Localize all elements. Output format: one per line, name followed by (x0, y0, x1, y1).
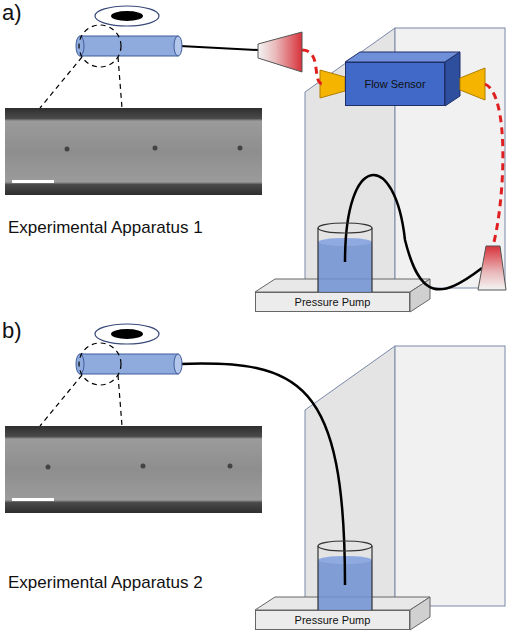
objective-lens (95, 6, 159, 26)
particle (153, 146, 158, 151)
zoom-circle (79, 25, 121, 67)
scale-bar (12, 180, 54, 183)
flow-sensor-box: Flow Sensor (345, 62, 445, 106)
capillary (80, 354, 178, 374)
panel-letter: b) (2, 318, 22, 344)
pump-base: Pressure Pump (255, 610, 410, 630)
connector (478, 246, 506, 290)
beaker (318, 228, 372, 301)
particle (65, 147, 70, 152)
micrograph (5, 108, 262, 195)
connector (258, 32, 302, 72)
pump-tower-front (395, 346, 505, 606)
beaker-rim (318, 541, 372, 551)
panel-letter: a) (2, 0, 22, 26)
zoom-line (118, 57, 122, 108)
particle (238, 146, 243, 151)
capillary-end (174, 354, 182, 374)
particle (46, 465, 51, 470)
particle (141, 464, 146, 469)
panel-b-art (5, 324, 505, 630)
node-label: Pressure Pump (295, 614, 371, 626)
zoom-line (40, 375, 82, 426)
capillary-end (174, 36, 182, 56)
cable (485, 84, 503, 246)
tubing (345, 175, 482, 289)
sensor-port (320, 70, 345, 98)
panel-a-art (5, 6, 506, 312)
micrograph (5, 426, 262, 513)
objective-core (111, 11, 143, 21)
zoom-line (118, 375, 122, 426)
beaker-rim (318, 223, 372, 233)
scale-bar (12, 498, 54, 501)
tubing (180, 46, 258, 50)
panel-caption: Experimental Apparatus 1 (8, 218, 203, 238)
pump-base-side (410, 597, 430, 630)
node-label: Flow Sensor (364, 78, 425, 90)
zoom-circle (79, 343, 121, 385)
panel-caption: Experimental Apparatus 2 (8, 573, 203, 593)
cable (302, 50, 322, 84)
particle (228, 464, 233, 469)
sensor-top (345, 52, 460, 62)
node-label: Pressure Pump (295, 296, 371, 308)
capillary (80, 36, 178, 56)
sensor-port (460, 68, 485, 100)
zoom-line (40, 57, 82, 108)
sensor-side (445, 52, 460, 106)
beaker (318, 546, 372, 619)
objective-core (111, 329, 143, 339)
pump-base: Pressure Pump (255, 292, 410, 312)
objective-lens (95, 324, 159, 344)
